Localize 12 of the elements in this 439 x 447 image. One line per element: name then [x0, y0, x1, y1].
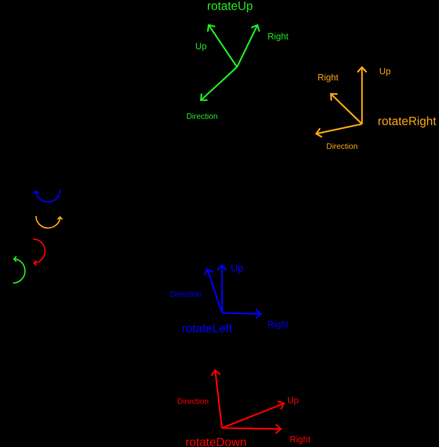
rotation-label: rotateUp — [208, 2, 252, 12]
axis-label: Up — [196, 42, 206, 52]
rotation-label: rotateRight — [378, 116, 436, 128]
axis-label: Up — [288, 396, 298, 405]
axis-label: Right — [318, 74, 338, 82]
axis-label: Right — [290, 436, 310, 444]
axis-label: Right — [268, 32, 288, 42]
rotation-label: rotateDown — [186, 438, 246, 446]
axis-label: Up — [231, 264, 243, 274]
axis-label: Up — [380, 68, 390, 76]
axis-label: Right — [268, 320, 288, 330]
rotation-label: rotateLeft — [182, 324, 232, 332]
